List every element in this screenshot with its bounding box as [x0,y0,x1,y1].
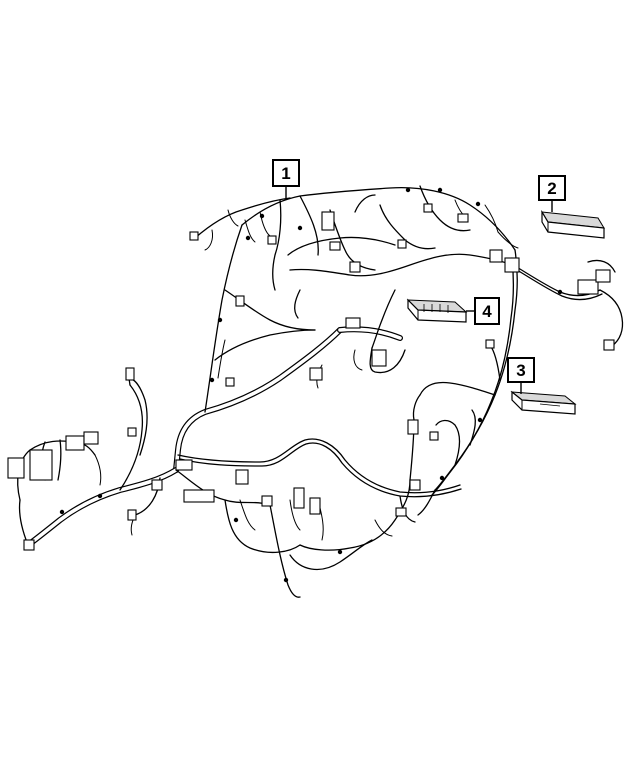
main-wiring-harness [7,185,624,598]
connector [225,377,235,387]
connector [397,239,407,249]
connector [217,317,223,323]
connector [423,203,433,213]
connector [457,213,469,223]
connector [395,507,407,517]
connector [293,487,305,509]
callout-3: 3 [507,357,535,394]
connector [245,235,251,241]
connector [485,339,495,349]
connector [603,339,615,351]
connector [189,231,199,241]
connector [283,577,289,583]
connector [235,469,249,485]
connector [504,257,520,273]
connector [405,187,411,193]
module-2 [541,209,605,239]
module-4 [406,298,468,323]
connector [595,269,611,283]
connector [407,419,419,435]
connector [97,493,103,499]
connector [7,457,25,479]
connector [349,261,361,273]
connector [175,459,193,471]
connector [29,449,53,481]
connector [83,431,99,445]
connector [233,517,239,523]
connector [267,235,277,245]
connector [127,509,137,521]
callout-4: 4 [466,297,500,325]
connector [439,475,445,481]
connector [65,435,85,451]
connector [59,509,65,515]
connector [475,201,481,207]
connector [23,539,35,551]
connector [183,489,215,503]
connector [577,279,599,295]
connector [261,495,273,507]
connector [409,479,421,491]
callout-label: 2 [547,179,556,198]
connector [309,497,321,515]
connector [429,431,439,441]
connector [371,349,387,367]
right-side-harness [417,249,624,516]
connector [345,317,361,329]
connector [125,367,135,381]
module-3 [510,390,577,415]
connector [437,187,443,193]
connector [321,211,335,231]
callout-label: 1 [281,164,290,183]
connector [297,225,303,231]
connector [127,427,137,437]
connector [209,377,215,383]
connector [235,295,245,307]
connector [329,241,341,251]
harness-trunk [25,326,403,548]
callout-label: 4 [482,302,492,321]
callout-2: 2 [538,175,566,212]
connector [477,417,483,423]
harness-connectors [7,187,615,583]
connector [557,289,563,295]
connector [309,367,323,381]
connector [489,249,503,263]
connector [151,479,163,491]
roof-harness [194,185,516,413]
callout-1: 1 [272,159,300,200]
callout-label: 3 [516,361,525,380]
connector [259,213,265,219]
connector [337,549,343,555]
